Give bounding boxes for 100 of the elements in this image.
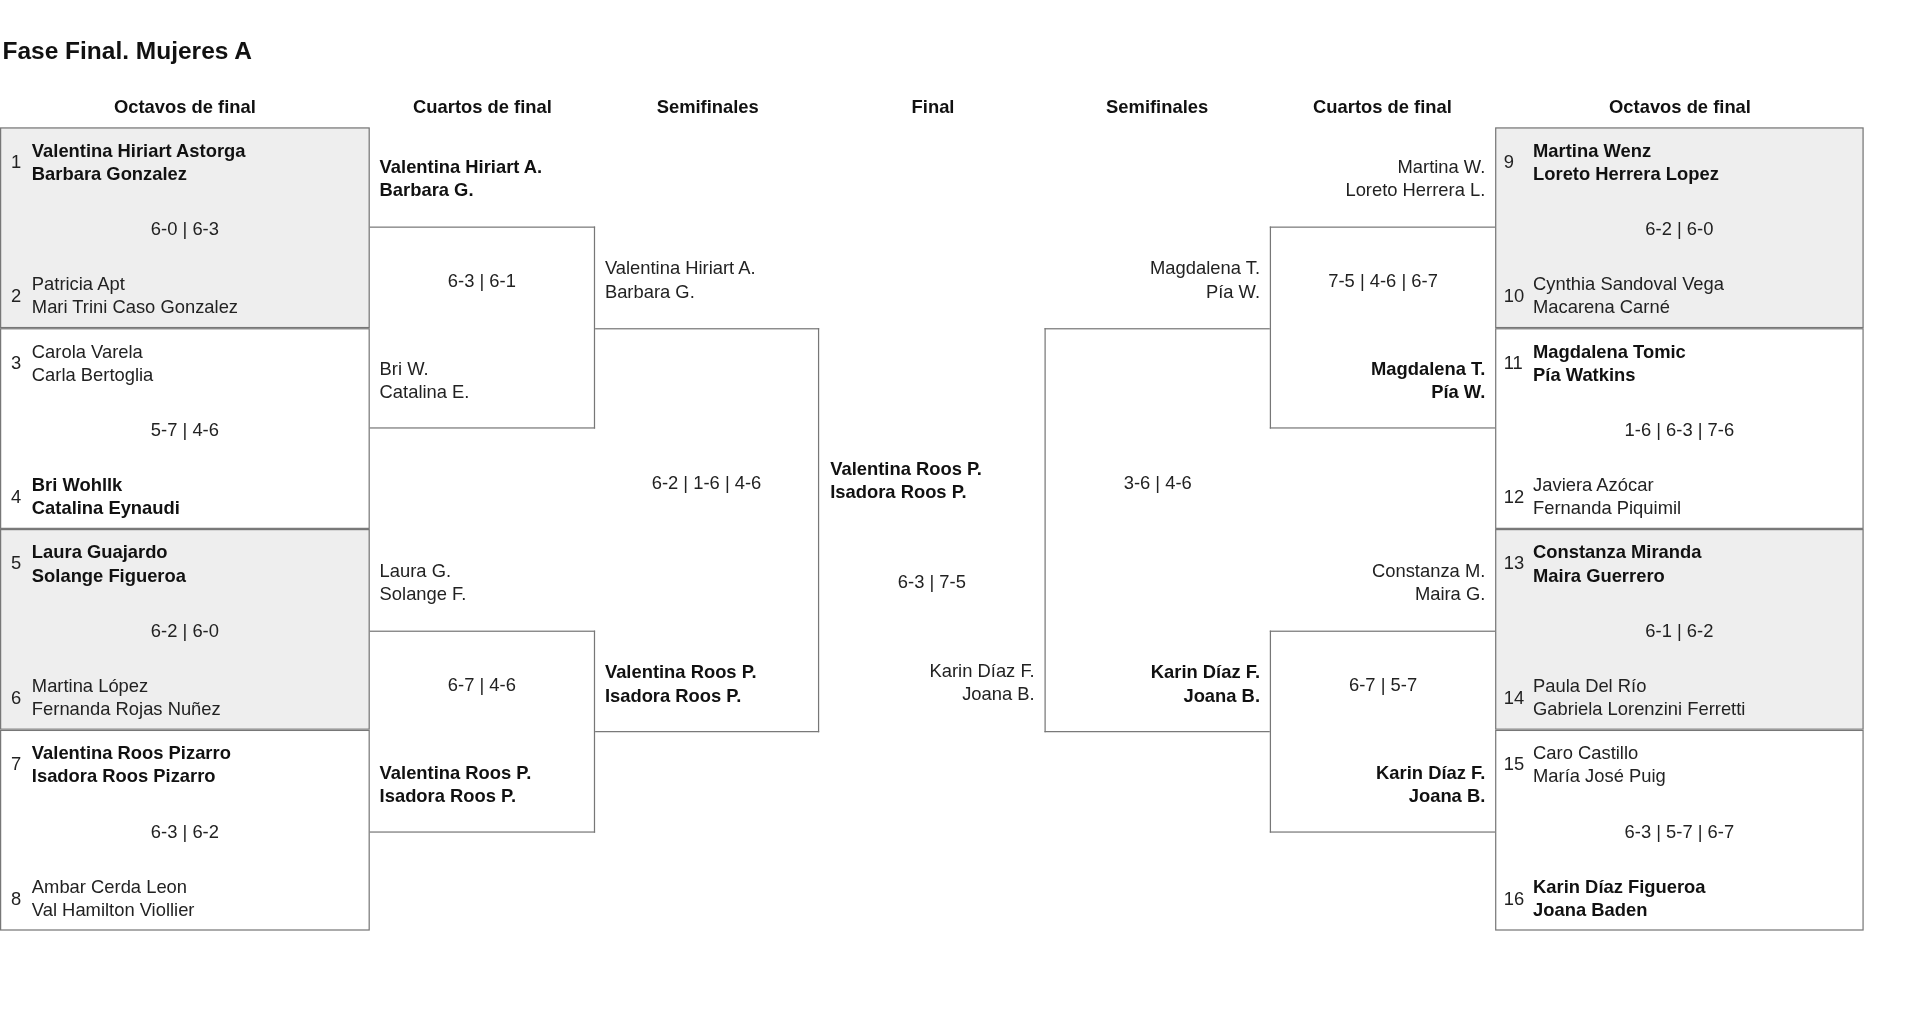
player-name: Pía W. bbox=[1431, 379, 1486, 403]
player-name: Valentina Hiriart Astorga bbox=[31, 138, 246, 162]
player-name: Bri Wohllk bbox=[31, 472, 123, 496]
seed-number: 2 bbox=[11, 284, 22, 308]
seed-number: 3 bbox=[11, 350, 22, 374]
player-name: Macarena Carné bbox=[1533, 295, 1670, 319]
match-score: 6-3 | 5-7 | 6-7 bbox=[1623, 819, 1736, 843]
player-name: Magdalena Tomic bbox=[1533, 339, 1686, 363]
player-name: Valentina Roos P. bbox=[604, 660, 757, 684]
player-name: Loreto Herrera Lopez bbox=[1533, 161, 1719, 185]
match-box bbox=[0, 328, 370, 529]
player-name: Joana B. bbox=[962, 682, 1035, 706]
player-name: Patricia Apt bbox=[31, 272, 125, 296]
player-name: Ambar Cerda Leon bbox=[31, 874, 188, 898]
player-name: Fernanda Rojas Nuñez bbox=[31, 696, 221, 720]
match-score: 1-6 | 6-3 | 7-6 bbox=[1623, 417, 1736, 441]
player-name: Martina W. bbox=[1397, 154, 1486, 178]
player-name: Mari Trini Caso Gonzalez bbox=[31, 295, 239, 319]
player-name: María José Puig bbox=[1533, 764, 1666, 788]
player-name: Isadora Roos Pizarro bbox=[31, 764, 216, 788]
player-name: Carola Varela bbox=[31, 339, 143, 363]
seed-number: 13 bbox=[1503, 551, 1525, 575]
seed-number: 12 bbox=[1503, 485, 1525, 509]
seed-number: 5 bbox=[11, 551, 22, 575]
player-name: Cynthia Sandoval Vega bbox=[1533, 272, 1724, 296]
seed-number: 10 bbox=[1503, 284, 1525, 308]
match-score: 5-7 | 4-6 bbox=[149, 417, 220, 441]
player-name: Constanza Miranda bbox=[1533, 540, 1702, 564]
seed-number: 4 bbox=[11, 485, 22, 509]
player-name: Solange Figueroa bbox=[31, 563, 186, 587]
player-name: Magdalena T. bbox=[1150, 256, 1260, 280]
match-box bbox=[1495, 729, 1864, 931]
match-score: 6-3 | 7-5 bbox=[896, 569, 967, 593]
column-header: Octavos de final bbox=[112, 94, 257, 118]
player-name: Valentina Roos Pizarro bbox=[31, 741, 231, 765]
player-name: Barbara G. bbox=[379, 177, 474, 201]
player-name: Valentina Roos P. bbox=[830, 456, 982, 480]
match-box bbox=[0, 729, 370, 931]
player-name: Gabriela Lorenzini Ferretti bbox=[1533, 696, 1746, 720]
player-name: Joana B. bbox=[1183, 683, 1260, 707]
player-name: Joana B. bbox=[1408, 783, 1486, 807]
player-name: Valentina Hiriart A. bbox=[604, 256, 756, 280]
player-name: Catalina E. bbox=[379, 379, 470, 403]
match-score: 6-7 | 5-7 bbox=[1348, 672, 1419, 696]
player-name: Karin Díaz F. bbox=[929, 659, 1035, 683]
player-name: Constanza M. bbox=[1372, 558, 1486, 582]
match-box bbox=[1495, 127, 1864, 329]
player-name: Val Hamilton Viollier bbox=[31, 897, 195, 921]
player-name: Carla Bertoglia bbox=[31, 362, 154, 386]
player-name: Pía W. bbox=[1205, 279, 1260, 303]
column-header: Cuartos de final bbox=[412, 94, 553, 118]
seed-number: 16 bbox=[1503, 886, 1525, 910]
player-name: Joana Baden bbox=[1533, 897, 1648, 921]
player-name: Caro Castillo bbox=[1533, 741, 1639, 765]
seed-number: 8 bbox=[11, 886, 22, 910]
player-name: Karin Díaz Figueroa bbox=[1533, 874, 1706, 898]
player-name: Martina Wenz bbox=[1533, 138, 1652, 162]
column-header: Semifinales bbox=[655, 94, 760, 118]
player-name: Javiera Azócar bbox=[1533, 472, 1654, 496]
column-header: Semifinales bbox=[1105, 94, 1210, 118]
player-name: Catalina Eynaudi bbox=[31, 496, 180, 520]
column-header: Final bbox=[910, 94, 956, 118]
match-score: 7-5 | 4-6 | 6-7 bbox=[1327, 268, 1439, 292]
player-name: Loreto Herrera L. bbox=[1345, 177, 1486, 201]
seed-number: 15 bbox=[1503, 752, 1525, 776]
seed-number: 14 bbox=[1503, 685, 1525, 709]
player-name: Maira G. bbox=[1414, 581, 1486, 605]
seed-number: 7 bbox=[11, 752, 22, 776]
player-name: Bri W. bbox=[379, 356, 429, 380]
match-score: 6-2 | 1-6 | 4-6 bbox=[650, 470, 763, 494]
player-name: Karin Díaz F. bbox=[1150, 660, 1260, 684]
player-name: Pía Watkins bbox=[1533, 362, 1636, 386]
match-score: 3-6 | 4-6 bbox=[1122, 470, 1193, 494]
player-name: Paula Del Río bbox=[1533, 673, 1647, 697]
match-box bbox=[0, 529, 370, 730]
seed-number: 6 bbox=[11, 685, 22, 709]
player-name: Maira Guerrero bbox=[1533, 563, 1665, 587]
match-score: 6-0 | 6-3 bbox=[149, 216, 220, 240]
player-name: Barbara G. bbox=[604, 279, 695, 303]
match-score: 6-3 | 6-1 bbox=[446, 268, 517, 292]
match-box bbox=[0, 127, 370, 329]
player-name: Isadora Roos P. bbox=[604, 683, 742, 707]
seed-number: 9 bbox=[1503, 149, 1514, 173]
diagram-title: Fase Final. Mujeres A bbox=[2, 35, 252, 65]
player-name: Isadora Roos P. bbox=[830, 480, 967, 504]
player-name: Magdalena T. bbox=[1371, 356, 1486, 380]
match-score: 6-2 | 6-0 bbox=[1644, 216, 1715, 240]
player-name: Solange F. bbox=[379, 581, 467, 605]
match-box bbox=[1495, 529, 1864, 730]
seed-number: 1 bbox=[11, 149, 22, 173]
match-score: 6-1 | 6-2 bbox=[1644, 618, 1715, 642]
seed-number: 11 bbox=[1503, 350, 1523, 374]
match-box bbox=[1495, 328, 1864, 529]
player-name: Martina López bbox=[31, 673, 149, 697]
column-header: Octavos de final bbox=[1608, 94, 1752, 118]
match-score: 6-2 | 6-0 bbox=[149, 618, 220, 642]
match-score: 6-3 | 6-2 bbox=[149, 819, 220, 843]
player-name: Barbara Gonzalez bbox=[31, 161, 187, 185]
player-name: Fernanda Piquimil bbox=[1533, 496, 1682, 520]
player-name: Valentina Roos P. bbox=[379, 760, 532, 784]
